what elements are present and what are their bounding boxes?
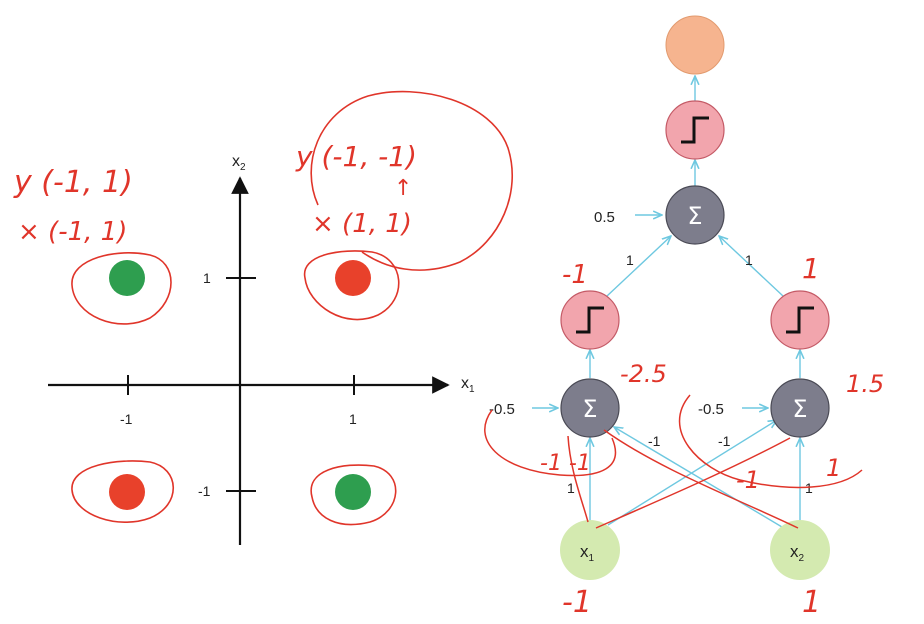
annotation-sum-right-val: 1.5 — [846, 370, 884, 398]
point-circles — [71, 90, 513, 526]
input-node-x1 — [560, 520, 620, 580]
annotation-step-left-val: -1 — [562, 260, 588, 290]
y-tick-label-neg: -1 — [198, 483, 211, 499]
plot-point-2 — [109, 474, 145, 510]
scribble-cross-1 — [603, 429, 799, 529]
weight-hidden-left-bias: -0.5 — [489, 401, 515, 418]
annotation-calc-right: 1 — [826, 454, 841, 482]
output-node — [665, 15, 725, 75]
annotation-y-right: y (-1, -1) — [295, 140, 417, 173]
x-tick-label-pos: 1 — [349, 411, 357, 427]
input-node-x2 — [770, 520, 830, 580]
input-x2-label: x2 — [790, 542, 805, 564]
y-axis-label: x2 — [232, 153, 246, 173]
annotation-x-left: × (-1, 1) — [18, 217, 127, 247]
annotation-scribbles — [484, 394, 863, 529]
step-right-icon — [786, 306, 814, 334]
edge-stepL-sumO — [606, 236, 671, 297]
weight-hidden-right-bias: -0.5 — [698, 401, 724, 418]
network-edges — [532, 76, 800, 528]
scribble-cross-2 — [595, 437, 791, 529]
circle-top-left — [71, 252, 172, 325]
circle-bottom-left — [71, 460, 174, 523]
weight-x1-left: 1 — [567, 480, 575, 496]
weight-x2-left: -1 — [648, 433, 661, 449]
scribble-x1-bracket — [567, 435, 589, 523]
plot-point-3 — [335, 474, 371, 510]
sum-node-left — [560, 378, 620, 438]
coordinate-plot: -1 1 1 -1 x1 x2 — [48, 90, 513, 545]
annotation-calc-left: -1 -1 — [540, 451, 591, 476]
sum-node-output — [665, 185, 725, 245]
annotations-network: -1 -2.5 1 1.5 -1 -1 -1 1 -1 1 — [484, 252, 884, 620]
x-axis-label: x1 — [461, 375, 475, 395]
step-left-icon — [576, 306, 604, 334]
weight-hidden-left-out: 1 — [626, 252, 634, 268]
circle-top-right-annotation — [310, 90, 513, 271]
plot-point-0 — [109, 260, 145, 296]
step-output-icon — [681, 116, 709, 144]
circle-top-right — [303, 250, 400, 321]
annotations-left: y (-1, 1) × (-1, 1) y (-1, -1) ↑ × (1, 1… — [13, 140, 417, 247]
x-tick-label-neg: -1 — [120, 411, 133, 427]
scribble-left-loop — [484, 409, 617, 477]
annotation-sum-left-val: -2.5 — [620, 360, 667, 388]
edge-stepR-sumO — [719, 236, 784, 297]
weight-output-bias: 0.5 — [594, 209, 615, 226]
y-tick-label-pos: 1 — [203, 270, 211, 286]
input-x1-label: x1 — [580, 542, 595, 564]
weight-x2-right: 1 — [805, 480, 813, 496]
annotation-input-x2-val: 1 — [802, 585, 821, 620]
sum-output-symbol: Σ — [687, 202, 702, 230]
sum-node-right — [770, 378, 830, 438]
network-nodes: x1 x2 Σ Σ Σ — [560, 15, 830, 580]
weight-hidden-right-out: 1 — [745, 252, 753, 268]
sum-right-symbol: Σ — [792, 395, 807, 423]
annotation-calc-mid: -1 — [736, 466, 760, 494]
annotation-step-right-val: 1 — [802, 252, 820, 285]
annotation-arrow-up: ↑ — [394, 176, 412, 201]
plot-point-1 — [335, 260, 371, 296]
edge-x1-sumR — [607, 420, 777, 526]
edge-x2-sumL — [614, 427, 783, 528]
sum-left-symbol: Σ — [582, 395, 597, 423]
circle-bottom-right — [310, 464, 397, 526]
network-weights: 0.5 1 1 -0.5 -0.5 -1 -1 1 1 — [489, 209, 813, 496]
annotation-x-right: × (1, 1) — [312, 209, 412, 239]
plot-points — [109, 260, 371, 510]
annotation-y-left: y (-1, 1) — [13, 165, 133, 200]
annotation-input-x1-val: -1 — [562, 585, 592, 620]
scribble-right-loop — [678, 394, 863, 489]
weight-x1-right: -1 — [718, 433, 731, 449]
